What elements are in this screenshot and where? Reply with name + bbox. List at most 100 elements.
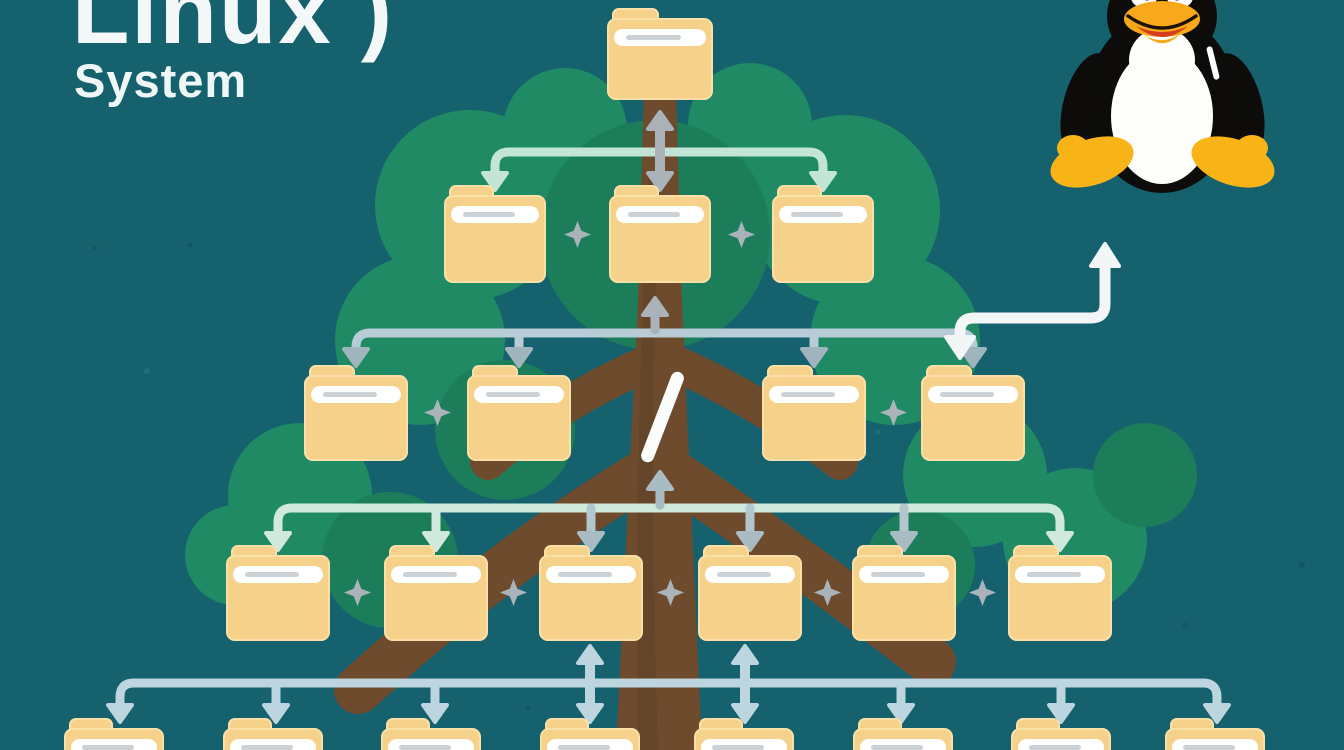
folder-label-line [485,392,540,397]
folder-label-band [859,566,949,583]
folder-label-band [1172,739,1258,750]
folder-body [384,555,488,641]
arrow-down-icon [262,703,290,724]
folder-body [304,375,408,461]
folder-label-band [705,566,795,583]
folder-body [853,728,953,750]
folder-body [772,195,874,283]
folder-label-band [547,739,633,750]
arrow-up-icon [641,296,669,317]
folder-icon [304,365,408,461]
diamond-connector-icon [969,579,996,606]
diamond-connector-icon [344,579,371,606]
arrow-down-icon [576,703,604,724]
arrow-down-icon [646,171,674,192]
folder-body [64,728,164,750]
folder-label-line [399,745,451,750]
folder-label-line [712,745,764,750]
diamond-connector-icon [814,579,841,606]
arrow-down-icon [959,347,987,368]
arrow-up-icon [646,110,674,131]
folder-body [852,555,956,641]
tux-penguin-icon [1050,0,1275,193]
folder-body [444,195,546,283]
folder-icon [539,545,643,641]
arrow-up-icon [1089,242,1121,268]
folder-label-line [244,572,299,577]
arrow-down-icon [809,171,837,192]
folder-body [609,195,711,283]
folder-icon [64,718,164,750]
folder-body [1011,728,1111,750]
arrow-down-icon [1203,703,1231,724]
arrow-up-icon [576,644,604,665]
folder-icon [223,718,323,750]
folder-label-band [701,739,787,750]
folder-body [467,375,571,461]
branch-lower-left [334,446,674,714]
folder-label-line [871,745,923,750]
folder-icon [1008,545,1112,641]
folder-label-line [870,572,925,577]
page-subtitle: System [74,54,248,107]
folder-label-band [779,206,867,223]
folder-label-band [616,206,704,223]
folder-label-band [1015,566,1105,583]
diamond-connector-icon [424,399,451,426]
arrow-up-icon [646,470,674,491]
diamond-connector-icon [880,399,907,426]
arrow-down-icon [890,531,918,552]
folder-label-band [546,566,636,583]
folder-icon [772,185,874,283]
folder-body [921,375,1025,461]
folder-label-line [626,35,681,40]
folder-label-line [716,572,771,577]
arrow-down-icon [481,171,509,192]
folder-body [223,728,323,750]
folder-body [381,728,481,750]
arrow-down-icon [264,531,292,552]
folder-label-line [1026,572,1081,577]
folder-icon [921,365,1025,461]
level2-connector [481,110,837,192]
folder-icon [381,718,481,750]
level5-connector [106,644,1231,724]
folder-body [694,728,794,750]
arrow-down-icon [577,531,605,552]
folder-label-line [939,392,994,397]
folder-label-line [1029,745,1081,750]
folder-label-band [388,739,474,750]
folder-label-line [780,392,835,397]
folder-icon [852,545,956,641]
folder-body [540,728,640,750]
folder-label-band [233,566,323,583]
folder-icon [384,545,488,641]
folder-icon [226,545,330,641]
arrow-down-icon [736,531,764,552]
arrow-up-icon [731,644,759,665]
level4-connector [264,470,1074,552]
folder-icon [609,185,711,283]
arrow-down-icon [505,347,533,368]
folder-label-line [402,572,457,577]
folder-label-band [474,386,564,403]
diamond-connector-icon [657,579,684,606]
arrow-down-icon [106,703,134,724]
folder-icon [1165,718,1265,750]
folder-body [1008,555,1112,641]
folder-label-line [462,212,516,217]
folder-label-line [627,212,681,217]
folder-body [539,555,643,641]
folder-body [226,555,330,641]
folder-icon [607,8,713,100]
folder-label-band [451,206,539,223]
folder-label-line [790,212,844,217]
arrow-down-icon [944,335,976,360]
folder-label-band [71,739,157,750]
folder-label-line [558,745,610,750]
folder-label-band [769,386,859,403]
connector-lines-layer [106,110,1231,724]
arrow-down-icon [422,531,450,552]
